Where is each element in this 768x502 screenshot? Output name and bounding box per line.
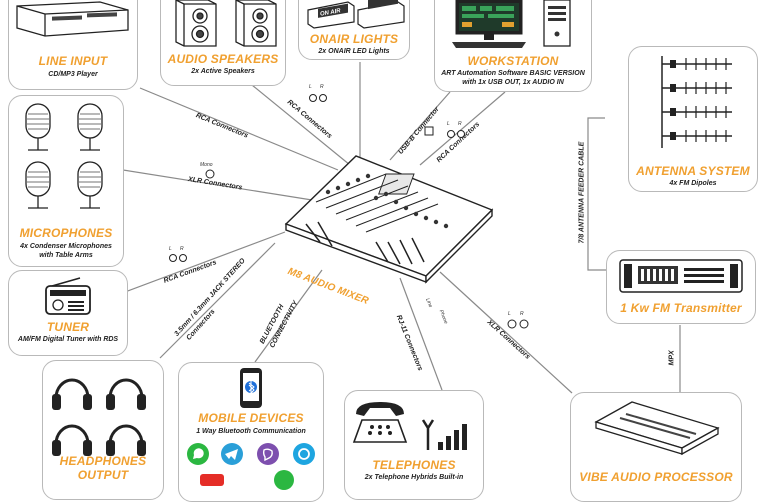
rca-connector-icon — [169, 254, 187, 262]
telephones-subtitle: 2x Telephone Hybrids Built-in — [364, 474, 464, 481]
xlr-connector-icon — [507, 319, 529, 329]
signal-strength-icon — [421, 419, 467, 450]
tuner-title: TUNER — [46, 320, 90, 334]
headphones-title-1: HEADPHONES — [59, 454, 147, 468]
skype-icon — [293, 443, 315, 465]
computer-tower-icon — [543, 0, 571, 47]
smartphone-bluetooth-icon — [240, 368, 262, 408]
cd-player-icon — [16, 1, 129, 37]
audio-processor-icon — [594, 401, 720, 456]
workstation-subtitle-1: ART Automation Software BASIC VERSION — [441, 70, 585, 77]
antenna-node — [628, 46, 758, 192]
xlr-connector-icon — [205, 169, 215, 179]
right-channel-tag: R — [180, 246, 184, 252]
link-speakers — [251, 84, 351, 166]
rca-connector-icon — [447, 130, 465, 138]
workstation-subtitle-2: with 1x USB OUT, 1x AUDIO IN — [462, 79, 564, 86]
telephones-title: TELEPHONES — [372, 458, 456, 472]
antenna-subtitle: 4x FM Dipoles — [669, 180, 717, 187]
connection-lines — [122, 62, 681, 394]
whatsapp-icon — [187, 443, 209, 465]
line-input-title: LINE INPUT — [38, 54, 108, 68]
left-channel-tag: L — [309, 84, 312, 90]
radio-tuner-icon — [45, 277, 91, 315]
mpx-label: MPX — [668, 350, 676, 366]
link-line-input — [139, 87, 339, 171]
speaker-icon — [235, 0, 277, 47]
computer-monitor-icon — [452, 0, 526, 48]
youtube-icon — [200, 474, 224, 486]
fm-dipole-antenna-icon — [661, 56, 732, 148]
microphone-icon — [25, 103, 103, 209]
link-processor — [439, 271, 573, 394]
left-channel-tag: L — [447, 121, 450, 127]
speaker-icon — [175, 0, 217, 47]
link-mics — [122, 169, 313, 201]
link-telephones — [399, 277, 443, 391]
line-input-subtitle: CD/MP3 Player — [48, 71, 98, 78]
onair-light-icon — [307, 0, 405, 29]
telegram-icon — [221, 443, 243, 465]
feeder-cable-label: 7/8 ANTENNA FEEDER CABLE — [578, 141, 586, 244]
right-channel-tag: R — [320, 84, 324, 90]
mobile-subtitle: 1 Way Bluetooth Communication — [196, 428, 306, 435]
workstation-title: WORKSTATION — [467, 54, 559, 68]
speakers-subtitle: 2x Active Speakers — [191, 68, 255, 75]
antenna-title: ANTENNA SYSTEM — [636, 164, 750, 178]
fm-transmitter-icon — [619, 259, 743, 293]
microphones-subtitle-1: 4x Condenser Microphones — [20, 243, 112, 250]
link-tuner — [124, 231, 286, 293]
usb-connector-icon — [424, 126, 434, 136]
speakers-title: AUDIO SPEAKERS — [167, 52, 279, 66]
microphones-subtitle-2: with Table Arms — [39, 252, 93, 259]
link-headphones — [159, 242, 276, 359]
transmitter-title: 1 Kw FM Transmitter — [620, 301, 742, 315]
onair-title: ONAIR LIGHTS — [309, 32, 399, 46]
link-mobile — [254, 269, 323, 363]
rca-connector-icon — [309, 94, 327, 102]
processor-title: VIBE AUDIO PROCESSOR — [579, 470, 733, 484]
mobile-title: MOBILE DEVICES — [198, 411, 304, 425]
viber-icon — [257, 443, 279, 465]
onair-subtitle: 2x ONAIR LED Lights — [318, 48, 390, 55]
tuner-subtitle: AM/FM Digital Tuner with RDS — [17, 336, 119, 343]
microphones-title: MICROPHONES — [19, 226, 113, 240]
link-workstation-rca — [419, 91, 506, 166]
right-channel-tag: R — [520, 311, 524, 317]
link-feeder — [587, 117, 615, 271]
spotify-icon — [274, 470, 294, 490]
left-channel-tag: L — [508, 311, 511, 317]
audio-mixer-icon — [284, 155, 494, 284]
link-workstation-usb — [389, 91, 451, 161]
headphones-title-2: OUTPUT — [77, 468, 129, 482]
telephone-icon — [352, 402, 408, 443]
right-channel-tag: R — [458, 121, 462, 127]
left-channel-tag: L — [169, 246, 172, 252]
headphones-icon — [52, 378, 146, 456]
mono-label: Mono — [200, 162, 213, 168]
